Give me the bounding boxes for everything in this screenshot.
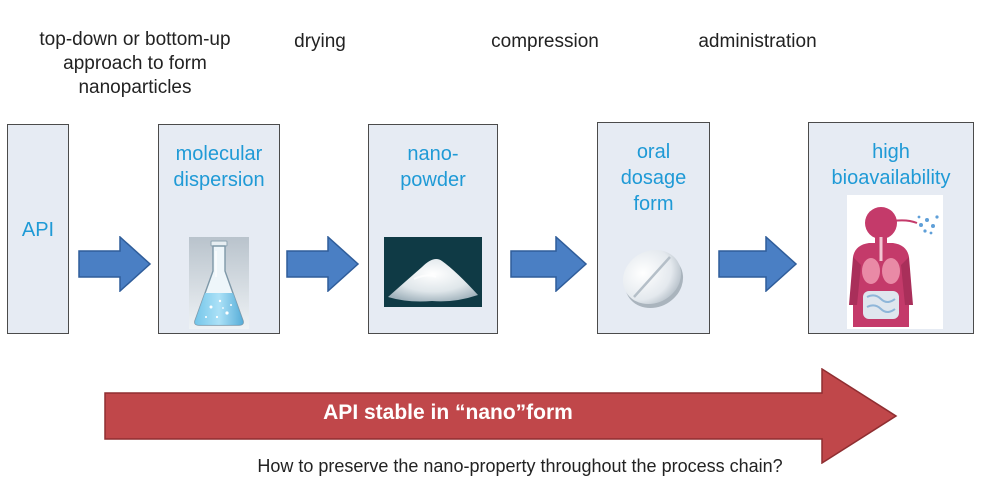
box-title-line: API [21,219,55,241]
banner-arrow [104,368,898,464]
box-title-line: bioavailability [831,167,951,189]
box-title-line: powder [400,169,466,191]
box-title-line: molecular [175,143,263,165]
step-label-formation: top-down or bottom-up approach to form n… [10,28,260,100]
box-nano-powder: nano- powder [368,124,498,334]
box-title-line: dispersion [173,169,265,191]
box-oral-dosage-form: oral dosage form [597,122,710,334]
flask-icon [189,237,249,329]
step-label-line: compression [491,31,599,52]
powder-pile-icon [384,237,482,307]
step-label-line: drying [294,31,346,52]
arrow-right-icon [510,236,588,292]
box-title-line: form [633,193,674,215]
box-title: oral dosage form [598,139,709,217]
step-label-administration: administration [675,30,840,54]
box-molecular-dispersion: molecular dispersion [158,124,280,334]
box-title-line: dosage [620,167,687,189]
step-label-line: top-down or bottom-up [39,29,231,50]
box-title: high bioavailability [809,139,973,191]
box-high-bioavailability: high bioavailability [808,122,974,334]
box-title: molecular dispersion [159,141,279,193]
human-body-icon [847,195,943,329]
step-label-compression: compression [470,30,620,54]
question-text: How to preserve the nano-property throug… [257,456,783,476]
step-label-line: nanoparticles [78,77,192,98]
banner-text: API stable in “nano”form [323,401,573,424]
step-label-line: administration [698,31,817,52]
step-label-drying: drying [270,30,370,54]
arrow-right-icon [718,236,798,292]
arrow-right-icon [286,236,360,292]
arrow-right-icon [78,236,152,292]
step-label-line: approach to form [63,53,207,74]
box-title-line: oral [636,141,671,163]
box-title: API [8,217,68,243]
box-api: API [7,124,69,334]
tablet-icon [622,249,684,309]
box-title-line: high [872,141,910,163]
box-title-line: nano- [407,143,459,165]
box-title: nano- powder [369,141,497,193]
